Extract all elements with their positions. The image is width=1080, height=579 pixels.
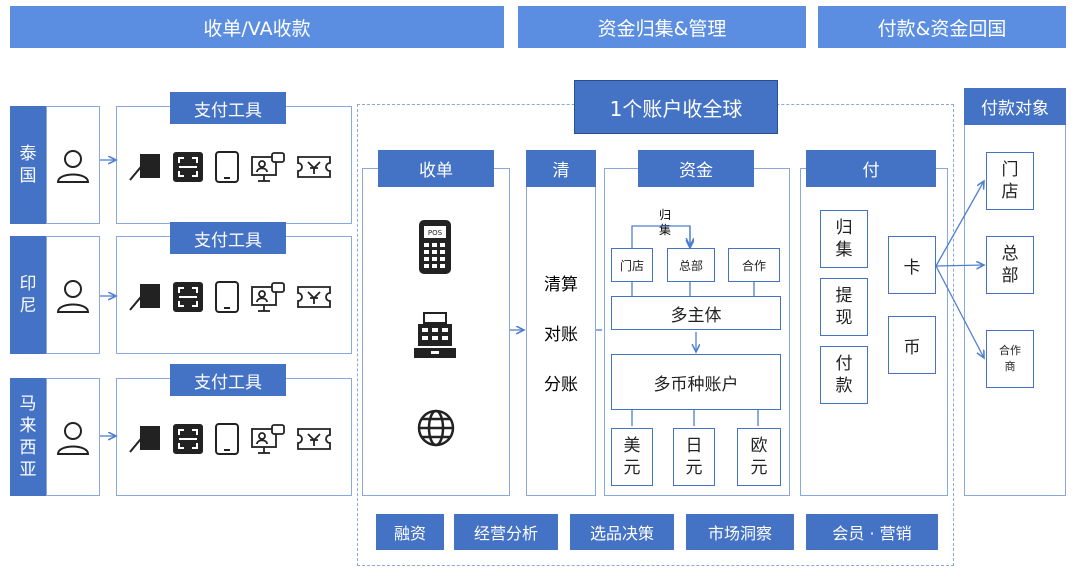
target-store: 门 店: [986, 152, 1034, 210]
user-panel-malaysia: [46, 378, 100, 496]
header-funds: 资金归集&管理: [518, 6, 806, 48]
user-icon: [54, 146, 92, 184]
pay-tool-icons-thailand: [128, 150, 344, 184]
user-panel-thailand: [46, 106, 100, 224]
header-payout-label: 付款&资金回国: [877, 17, 1007, 40]
user-panel-indonesia: [46, 236, 100, 354]
targets-tab-label: 付款对象: [981, 99, 1049, 119]
entity-store: 门店: [611, 248, 653, 282]
pay-tool-tab-malaysia: 支付工具: [170, 364, 286, 396]
country-thailand: 泰 国: [10, 106, 46, 224]
pos-terminal-icon: POS: [417, 218, 453, 276]
multi-entity-box: 多主体: [611, 296, 781, 330]
funds-tab: 资金: [638, 150, 754, 187]
card-icon: [128, 282, 162, 312]
desktop-icon: [250, 151, 286, 183]
header-collect-label: 收单/VA收款: [203, 17, 311, 40]
tablet-icon: [214, 422, 240, 456]
desktop-icon: [250, 281, 286, 313]
target-hq: 总 部: [986, 236, 1034, 294]
header-payout: 付款&资金回国: [818, 6, 1066, 48]
card-icon: [128, 424, 162, 454]
multi-currency-box: 多币种账户: [611, 354, 781, 410]
scan-icon: [172, 423, 204, 455]
entity-hq: 总部: [667, 248, 715, 282]
user-icon: [54, 276, 92, 314]
currency-jpy: 日 元: [673, 428, 715, 486]
collect-tab: 收单: [378, 150, 494, 187]
pay-tool-label: 支付工具: [194, 230, 262, 251]
tablet-icon: [214, 150, 240, 184]
bottom-financing: 融资: [376, 514, 444, 550]
pay-tool-icons-indonesia: [128, 280, 344, 314]
pay-item-payment: 付 款: [820, 346, 868, 404]
currency-eur: 欧 元: [737, 428, 781, 486]
pay-tool-label: 支付工具: [194, 372, 262, 393]
bottom-market: 市场洞察: [686, 514, 794, 550]
clear-item-split: 分账: [544, 375, 578, 395]
pay-item-collect: 归 集: [820, 210, 868, 268]
header-collect: 收单/VA收款: [10, 6, 504, 48]
funds-tab-label: 资金: [679, 161, 713, 181]
pay-tab: 付: [806, 150, 936, 187]
ticket-icon: [296, 154, 332, 180]
country-malaysia: 马 来 西 亚: [10, 378, 46, 496]
clear-tab: 清: [526, 150, 596, 187]
cash-register-icon: [412, 312, 458, 360]
bottom-marketing: 会员 · 营销: [806, 514, 938, 550]
pay-tab-label: 付: [862, 161, 880, 181]
scan-icon: [172, 151, 204, 183]
svg-text:POS: POS: [428, 229, 443, 237]
pay-type-coin: 币: [888, 316, 936, 374]
pay-tool-icons-malaysia: [128, 422, 344, 456]
clear-item-settle: 清算: [544, 275, 578, 295]
clear-panel: [526, 168, 596, 496]
globe-icon: [416, 408, 456, 448]
clear-item-reconcile: 对账: [544, 325, 578, 345]
pay-type-card: 卡: [888, 236, 936, 294]
collect-tab-label: 收单: [419, 161, 453, 181]
desktop-icon: [250, 423, 286, 455]
card-icon: [128, 152, 162, 182]
pay-tool-tab-thailand: 支付工具: [170, 92, 286, 124]
clear-tab-label: 清: [552, 161, 570, 181]
ticket-icon: [296, 284, 332, 310]
entity-partner: 合作: [728, 248, 780, 282]
bottom-selection: 选品决策: [570, 514, 674, 550]
ticket-icon: [296, 426, 332, 452]
banner-label: 1个账户收全球: [609, 96, 743, 121]
bottom-analysis: 经营分析: [454, 514, 558, 550]
target-partner: 合作 商: [986, 330, 1034, 388]
pay-tool-tab-indonesia: 支付工具: [170, 222, 286, 254]
tablet-icon: [214, 280, 240, 314]
targets-tab: 付款对象: [964, 88, 1066, 125]
header-funds-label: 资金归集&管理: [597, 17, 727, 40]
pay-tool-label: 支付工具: [194, 100, 262, 121]
pay-item-withdraw: 提 现: [820, 278, 868, 336]
global-account-banner: 1个账户收全球: [574, 80, 778, 134]
country-indonesia: 印 尼: [10, 236, 46, 354]
user-icon: [54, 418, 92, 456]
currency-usd: 美 元: [611, 428, 653, 486]
guiji-label: 归 集: [658, 208, 671, 237]
scan-icon: [172, 281, 204, 313]
